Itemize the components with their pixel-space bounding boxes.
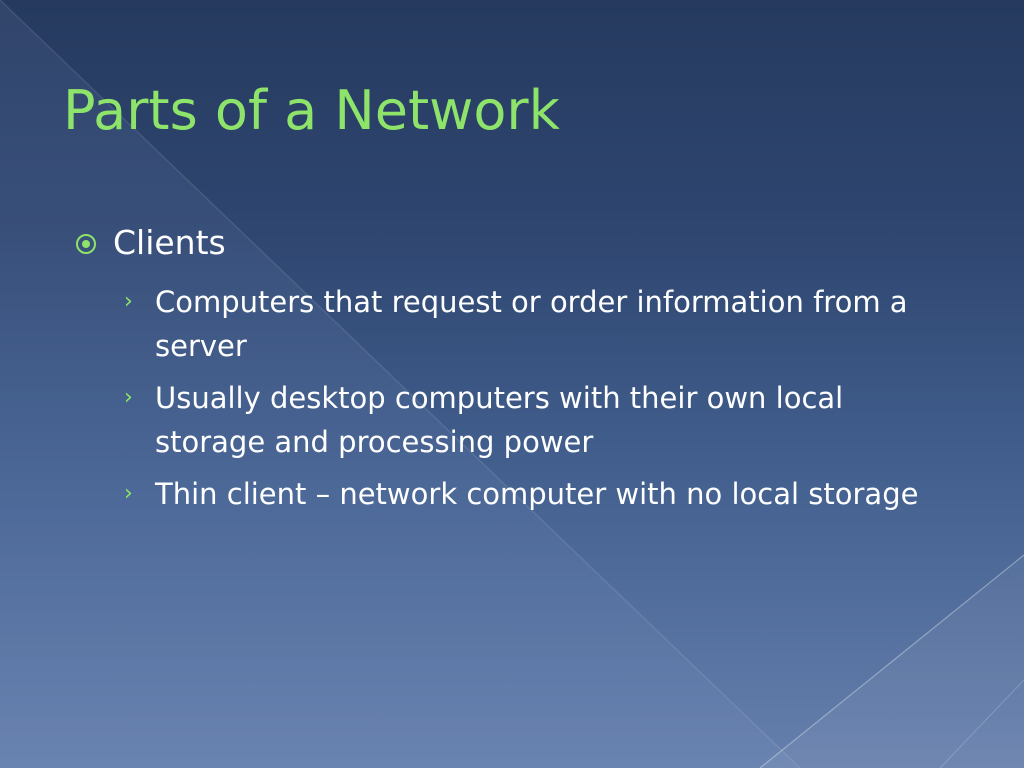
chevron-right-icon: ›	[124, 481, 133, 506]
sub-bullet-item: › Computers that request or order inform…	[76, 280, 956, 368]
background-corner-line	[759, 554, 1024, 768]
chevron-right-icon: ›	[124, 289, 133, 314]
bullet-text: Clients	[113, 223, 226, 262]
sub-bullet-text: Thin client – network computer with no l…	[155, 477, 919, 511]
sub-bullet-text: Computers that request or order informat…	[155, 285, 908, 363]
chevron-right-icon: ›	[124, 385, 133, 410]
sub-bullet-item: › Thin client – network computer with no…	[76, 472, 956, 516]
radio-circle-bullet-icon	[76, 234, 96, 254]
background-diagonal-shade	[0, 0, 800, 768]
sub-bullet-list: › Computers that request or order inform…	[76, 280, 956, 524]
sub-bullet-text: Usually desktop computers with their own…	[155, 381, 844, 459]
background-corner-facet	[760, 555, 1024, 768]
slide-title: Parts of a Network	[63, 79, 560, 142]
sub-bullet-item: › Usually desktop computers with their o…	[76, 376, 956, 464]
background-diagonal-line	[0, 0, 800, 768]
background-corner-line-short	[939, 679, 1024, 768]
bullet-list: Clients › Computers that request or orde…	[76, 220, 956, 511]
bullet-item-clients: Clients	[76, 220, 956, 268]
